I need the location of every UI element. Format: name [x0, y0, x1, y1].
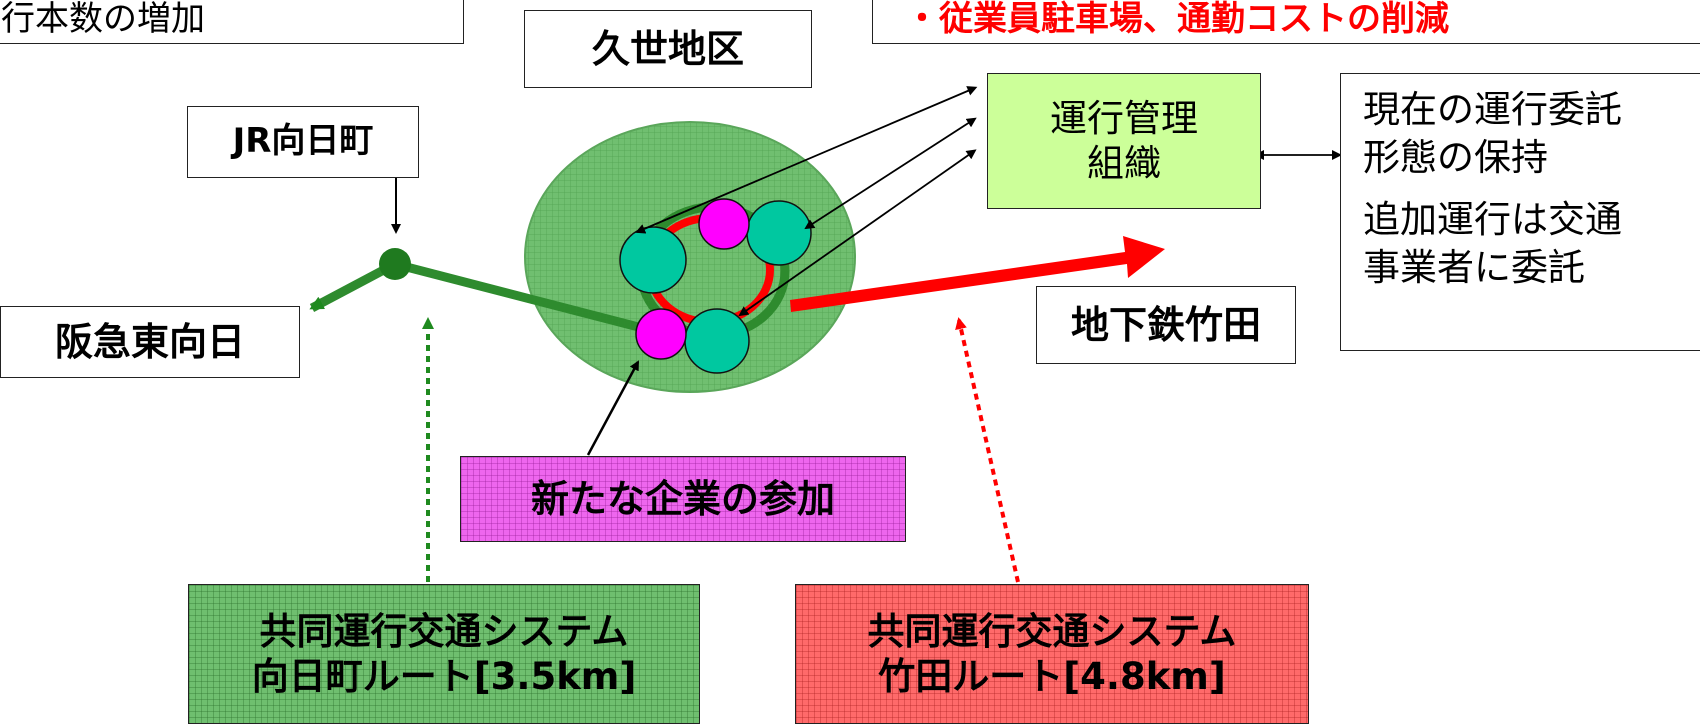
new-company-text: 新たな企業の参加	[530, 476, 835, 521]
top-left-fragment-box: 行本数の増加	[0, 0, 464, 44]
operation-org-line2: 組織	[1087, 142, 1161, 185]
consignment-line2: 形態の保持	[1363, 136, 1548, 180]
kuze-label: 久世地区	[524, 10, 812, 88]
company-magenta-2	[635, 308, 687, 360]
jr-junction-dot	[379, 248, 411, 280]
company-teal-2	[746, 200, 812, 266]
takeda-route-pointer	[955, 317, 1020, 583]
consignment-line1: 現在の運行委託	[1363, 88, 1622, 131]
company-teal-3	[684, 308, 750, 374]
top-right-fragment-box: ・従業員駐車場、通勤コストの削減	[872, 0, 1700, 44]
new-company-arrow	[586, 360, 640, 456]
hankyu-label: 阪急東向日	[0, 306, 300, 378]
consignment-line3: 追加運行は交通	[1363, 198, 1622, 242]
company-teal-1	[619, 226, 687, 294]
route-mukomachi-line2: 向日町ルート[3.5km]	[251, 655, 637, 698]
top-right-fragment-text: ・従業員駐車場、通勤コストの削減	[905, 0, 1449, 40]
top-left-fragment-text: 行本数の増加	[1, 0, 205, 40]
consignment-box: 現在の運行委託 形態の保持 追加運行は交通 事業者に委託	[1340, 73, 1700, 351]
route-takeda-line1: 共同運行交通システム	[867, 609, 1237, 653]
subway-takeda-text: 地下鉄竹田	[1070, 302, 1261, 347]
kuze-label-text: 久世地区	[591, 26, 744, 71]
operation-org-line1: 運行管理	[1050, 96, 1198, 140]
route-takeda-line2: 竹田ルート[4.8km]	[878, 655, 1226, 698]
consignment-line4: 事業者に委託	[1363, 246, 1585, 290]
org-arrow-3	[738, 149, 977, 317]
hankyu-text: 阪急東向日	[54, 319, 245, 364]
green-route-to-kuze	[393, 259, 652, 335]
operation-org-box: 運行管理 組織	[987, 73, 1261, 209]
route-mukomachi-line1: 共同運行交通システム	[259, 609, 629, 653]
route-mukomachi-box: 共同運行交通システム 向日町ルート[3.5km]	[188, 584, 700, 724]
company-magenta-1	[698, 198, 750, 250]
jr-mukomachi-text: JR向日町	[232, 121, 374, 162]
jr-mukomachi-label: JR向日町	[187, 106, 419, 178]
subway-takeda-label: 地下鉄竹田	[1036, 286, 1296, 364]
route-takeda-box: 共同運行交通システム 竹田ルート[4.8km]	[795, 584, 1309, 724]
new-company-box: 新たな企業の参加	[460, 456, 906, 542]
